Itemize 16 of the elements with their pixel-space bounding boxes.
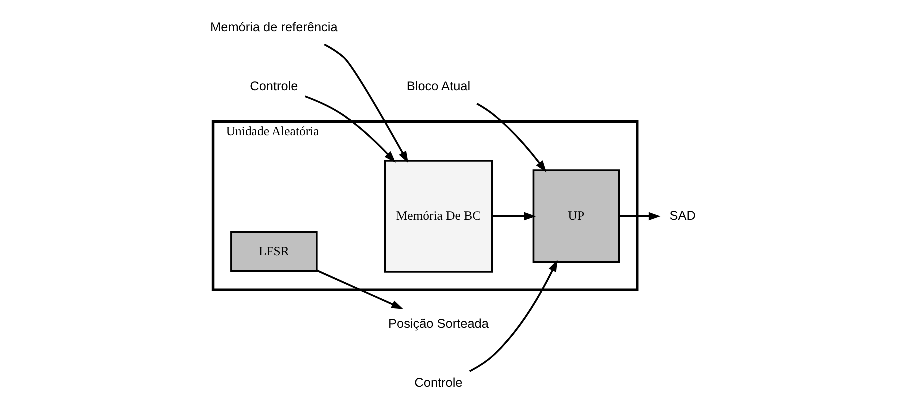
node-text: Posição Sorteada: [388, 316, 488, 331]
node-text: Memória de referência: [210, 20, 338, 35]
arrow: [324, 44, 408, 164]
node-box: Memória De BC: [384, 160, 493, 273]
arrow: [468, 260, 558, 372]
node-box: LFSR: [230, 231, 318, 272]
arrow: [304, 96, 396, 163]
node-text: Controle: [250, 78, 298, 94]
node-text: Controle: [414, 375, 462, 390]
arrow: [492, 212, 536, 221]
arrow: [618, 212, 660, 221]
node-text: SAD: [669, 208, 696, 223]
node-text: Bloco Atual: [406, 78, 470, 94]
arrow: [476, 103, 546, 173]
arrow: [316, 270, 404, 310]
node-box: UP: [532, 170, 620, 264]
